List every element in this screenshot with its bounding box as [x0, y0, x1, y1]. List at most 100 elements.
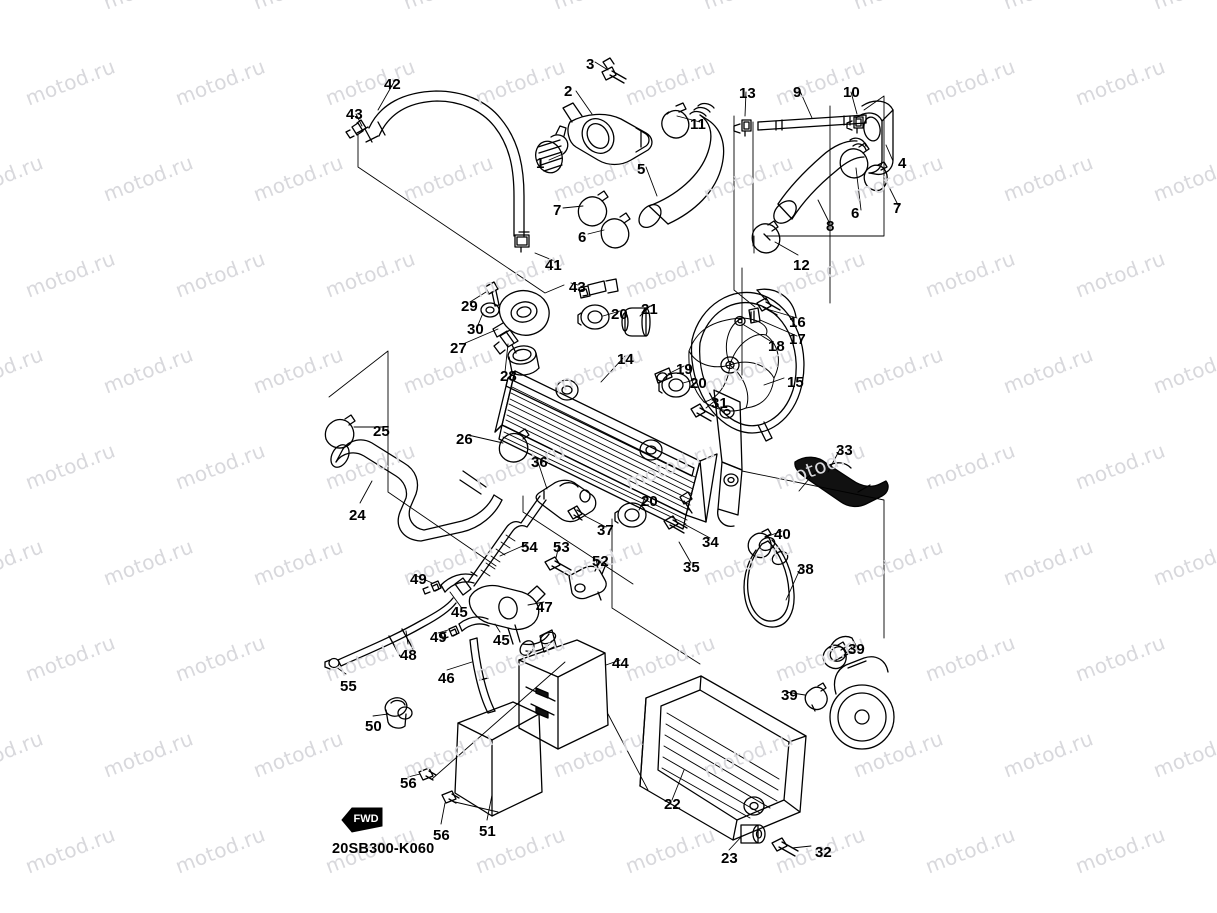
- part-6-clamp-left: [600, 212, 631, 249]
- callout-29: 29: [461, 298, 478, 315]
- part-49-clamp-lower: [440, 625, 460, 640]
- callout-19: 19: [676, 361, 693, 378]
- part-45-hose-lower: [458, 616, 490, 632]
- part-8-hose: [773, 137, 867, 224]
- callout-39: 39: [848, 641, 865, 658]
- callout-52: 52: [592, 553, 609, 570]
- part-11-clamp: [661, 102, 690, 139]
- part-54-rod: [454, 495, 547, 596]
- part-25-clamp: [324, 414, 356, 449]
- callout-22: 22: [664, 796, 681, 813]
- part-37-bolt: [567, 505, 586, 521]
- callout-5: 5: [637, 161, 646, 178]
- part-3-bolt: [601, 57, 627, 84]
- callout-42: 42: [384, 76, 401, 93]
- reservoir-hose-to-tank: [519, 633, 553, 656]
- part-41-clamp: [514, 234, 530, 253]
- callout-31: 31: [711, 395, 728, 412]
- callout-20c: 20: [641, 493, 658, 510]
- callout-36: 36: [531, 454, 548, 471]
- callout-44: 44: [612, 655, 629, 672]
- part-31-bolt: [690, 403, 715, 422]
- callout-54: 54: [521, 539, 538, 556]
- part-49-clamp-upper: [422, 580, 442, 595]
- callout-24: 24: [349, 507, 366, 524]
- part-43-clamp-left: [345, 119, 367, 139]
- callout-21: 21: [641, 301, 658, 318]
- callout-9: 9: [793, 84, 802, 101]
- callout-30: 30: [467, 321, 484, 338]
- radiator-mounting-bracket-right: [713, 389, 743, 527]
- part-1-thermostat: [535, 125, 569, 174]
- part-19-grommet: [654, 367, 673, 384]
- callout-17: 17: [789, 331, 806, 348]
- callout-33: 33: [836, 442, 853, 459]
- callout-28: 28: [500, 368, 517, 385]
- part-16-bolt: [756, 297, 781, 316]
- part-33-bracket: [794, 456, 889, 508]
- part-2-thermostat-cover: [562, 102, 653, 166]
- part-39-clamp-upper: [822, 641, 847, 670]
- callout-39b: 39: [781, 687, 798, 704]
- part-17-spacer: [748, 307, 761, 324]
- part-55-fitting: [324, 657, 340, 670]
- callout-53: 53: [553, 539, 570, 556]
- callout-25: 25: [373, 423, 390, 440]
- part-35-collar: [679, 491, 693, 514]
- callout-10: 10: [843, 84, 860, 101]
- callout-41: 41: [545, 257, 562, 274]
- callout-11: 11: [690, 116, 706, 133]
- callout-45b: 45: [493, 632, 510, 649]
- svg-text:FWD: FWD: [353, 813, 378, 825]
- callout-16: 16: [789, 314, 806, 331]
- callout-38: 38: [797, 561, 814, 578]
- radiator-inlet-neck: [507, 345, 540, 376]
- callout-37: 37: [597, 522, 614, 539]
- callout-20: 20: [611, 306, 628, 323]
- callout-43b: 43: [569, 279, 586, 296]
- part-53-bolt: [544, 556, 572, 576]
- part-34-bolt: [663, 515, 688, 534]
- part-22-oil-cooler: [639, 675, 807, 841]
- callout-56: 56: [400, 775, 417, 792]
- part-36-bracket: [535, 479, 597, 523]
- callout-6b: 6: [851, 205, 860, 222]
- callout-49: 49: [410, 571, 427, 588]
- callout-8: 8: [826, 218, 835, 235]
- callout-23: 23: [721, 850, 738, 867]
- callout-15: 15: [787, 374, 804, 391]
- callout-49b: 49: [430, 629, 447, 646]
- part-44-reservoir-tank: [518, 629, 609, 750]
- part-26-clamp: [498, 428, 530, 463]
- part-38-hose: [743, 536, 795, 628]
- part-47-valve: [468, 584, 546, 645]
- water-pump-assembly: [829, 635, 895, 750]
- callout-55: 55: [340, 678, 357, 695]
- callout-48: 48: [400, 647, 417, 664]
- callout-2: 2: [564, 83, 573, 100]
- part-46-hose: [469, 637, 496, 714]
- callout-14: 14: [617, 351, 634, 368]
- callout-27: 27: [450, 340, 467, 357]
- fwd-direction-marker: FWD: [341, 807, 383, 833]
- part-39-clamp-lower: [804, 682, 828, 712]
- part-51-cover: [454, 701, 543, 817]
- callout-7: 7: [553, 202, 562, 219]
- part-9-pipe: [757, 114, 867, 131]
- callout-3: 3: [586, 56, 595, 73]
- callout-47: 47: [536, 599, 553, 616]
- callout-26: 26: [456, 431, 473, 448]
- part-27-radiator-cap: [492, 290, 550, 338]
- part-14-radiator-core: [494, 370, 718, 530]
- callout-34: 34: [702, 534, 719, 551]
- callout-56b: 56: [433, 827, 450, 844]
- callout-40: 40: [774, 526, 791, 543]
- callout-7b: 7: [893, 200, 902, 217]
- callout-51: 51: [479, 823, 496, 840]
- callout-43: 43: [346, 106, 363, 123]
- callout-6: 6: [578, 229, 587, 246]
- callout-35: 35: [683, 559, 700, 576]
